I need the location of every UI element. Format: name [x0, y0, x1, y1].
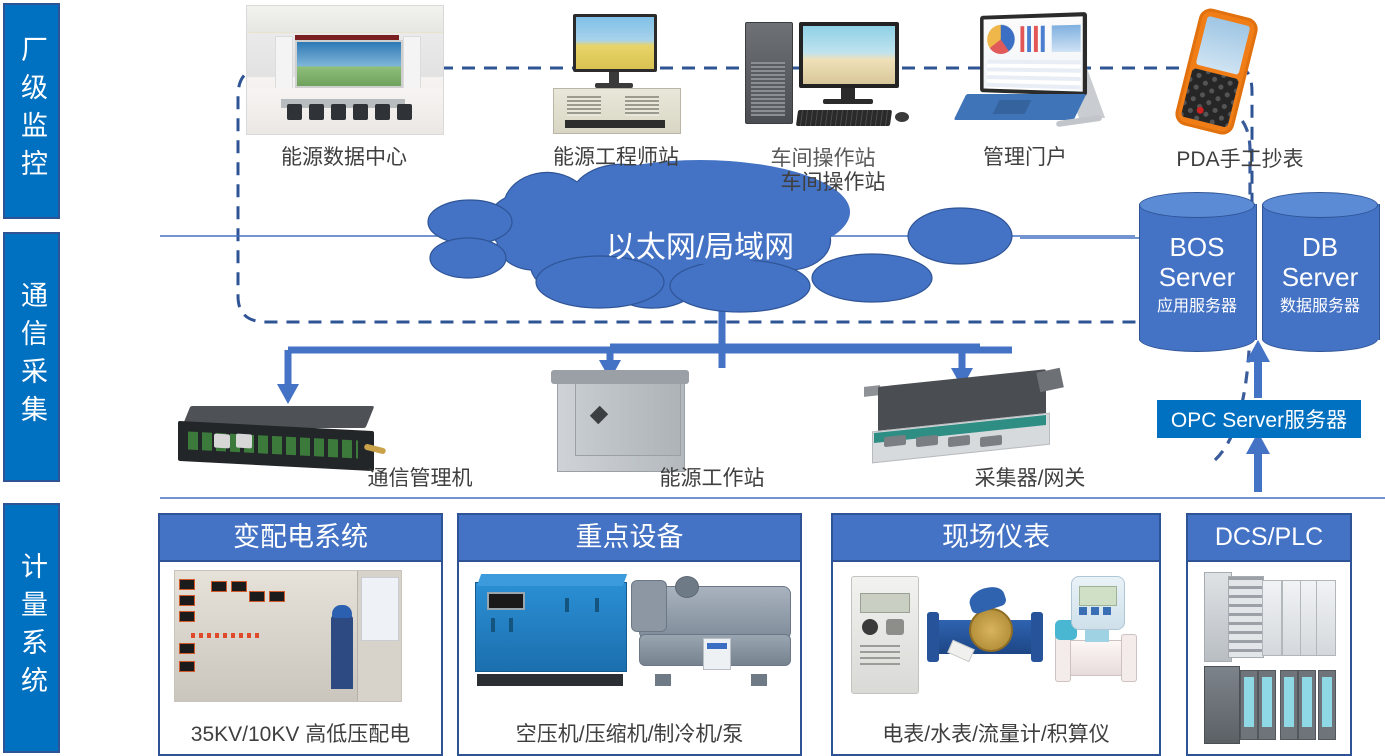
pda-handheld-icon — [1162, 4, 1274, 145]
control-cabinet-icon — [1204, 572, 1334, 660]
panel-key-equipment[interactable]: 重点设备 空压机/压缩机/制冷机/泵 — [457, 513, 802, 756]
water-meter-icon — [931, 592, 1041, 680]
arrow-to-comm-manager — [277, 350, 299, 404]
label-workshop-operator-station: 车间操作站 — [743, 166, 923, 196]
db-server-line1: DB — [1262, 232, 1378, 262]
sidebar-band-metering-system[interactable]: 计量系统 — [3, 503, 60, 753]
air-compressor-icon — [475, 574, 625, 686]
bos-server-icon: BOS Server 应用服务器 — [1139, 192, 1255, 352]
tablet-icon — [950, 14, 1100, 132]
label-communication-manager: 通信管理机 — [330, 462, 510, 492]
plc-rack-icon — [1204, 666, 1336, 742]
chiller-icon — [631, 576, 791, 688]
panel-title-dcs-plc: DCS/PLC — [1188, 515, 1350, 562]
bos-server-line3: 应用服务器 — [1139, 295, 1255, 319]
sidebar-band-label: 计量系统 — [18, 552, 45, 704]
sidebar-band-label: 厂级监控 — [18, 35, 45, 187]
panel-caption-field-instruments: 电表/水表/流量计/积算仪 — [833, 718, 1159, 748]
panel-caption-key-equipment: 空压机/压缩机/制冷机/泵 — [459, 718, 800, 748]
db-server-line2: Server — [1262, 262, 1378, 292]
opc-server-button[interactable]: OPC Server服务器 — [1157, 400, 1361, 438]
panel-title-key-equipment: 重点设备 — [459, 515, 800, 562]
panel-power-distribution[interactable]: 变配电系统 35KV/10 — [158, 513, 443, 756]
label-energy-engineer-station: 能源工程师站 — [516, 141, 716, 171]
bos-server-line2: Server — [1139, 262, 1255, 292]
panel-title-power-distribution: 变配电系统 — [160, 515, 441, 562]
db-server-icon: DB Server 数据服务器 — [1262, 192, 1378, 352]
sidebar-band-label: 通信采集 — [18, 281, 45, 433]
arrow-dcs-to-opc — [1246, 432, 1270, 492]
label-pda-manual-meter-reading: PDA手工抄表 — [1140, 143, 1340, 173]
flow-meter-icon — [1051, 576, 1143, 696]
panel-title-field-instruments: 现场仪表 — [833, 515, 1159, 562]
opc-server-label: OPC Server服务器 — [1171, 404, 1347, 434]
db-server-line3: 数据服务器 — [1262, 295, 1378, 319]
switchgear-icon — [174, 570, 402, 702]
gateway-icon — [872, 378, 1052, 472]
panel-field-instruments[interactable]: 现场仪表 电表/水表/流量计/积算仪 — [831, 513, 1161, 756]
label-management-portal: 管理门户 — [935, 141, 1115, 171]
sidebar-band-plant-monitoring[interactable]: 厂级监控 — [3, 3, 60, 219]
label-energy-workstation: 能源工作站 — [612, 462, 812, 492]
label-energy-data-center: 能源数据中心 — [244, 141, 444, 171]
cloud-label: 以太网/局域网 — [560, 222, 840, 266]
label-collector-gateway: 采集器/网关 — [930, 462, 1130, 492]
comm-manager-icon — [178, 406, 378, 470]
cabinet-icon — [557, 370, 683, 470]
desktop-computer-icon — [745, 22, 905, 132]
panel-dcs-plc[interactable]: DCS/PLC — [1186, 513, 1352, 756]
bos-server-line1: BOS — [1139, 232, 1255, 262]
electric-meter-icon — [851, 576, 919, 694]
control-room-icon — [246, 5, 444, 135]
industrial-pc-icon — [553, 14, 679, 132]
sidebar-band-communication-collection[interactable]: 通信采集 — [3, 232, 60, 482]
panel-caption-power-distribution: 35KV/10KV 高低压配电 — [160, 718, 441, 748]
